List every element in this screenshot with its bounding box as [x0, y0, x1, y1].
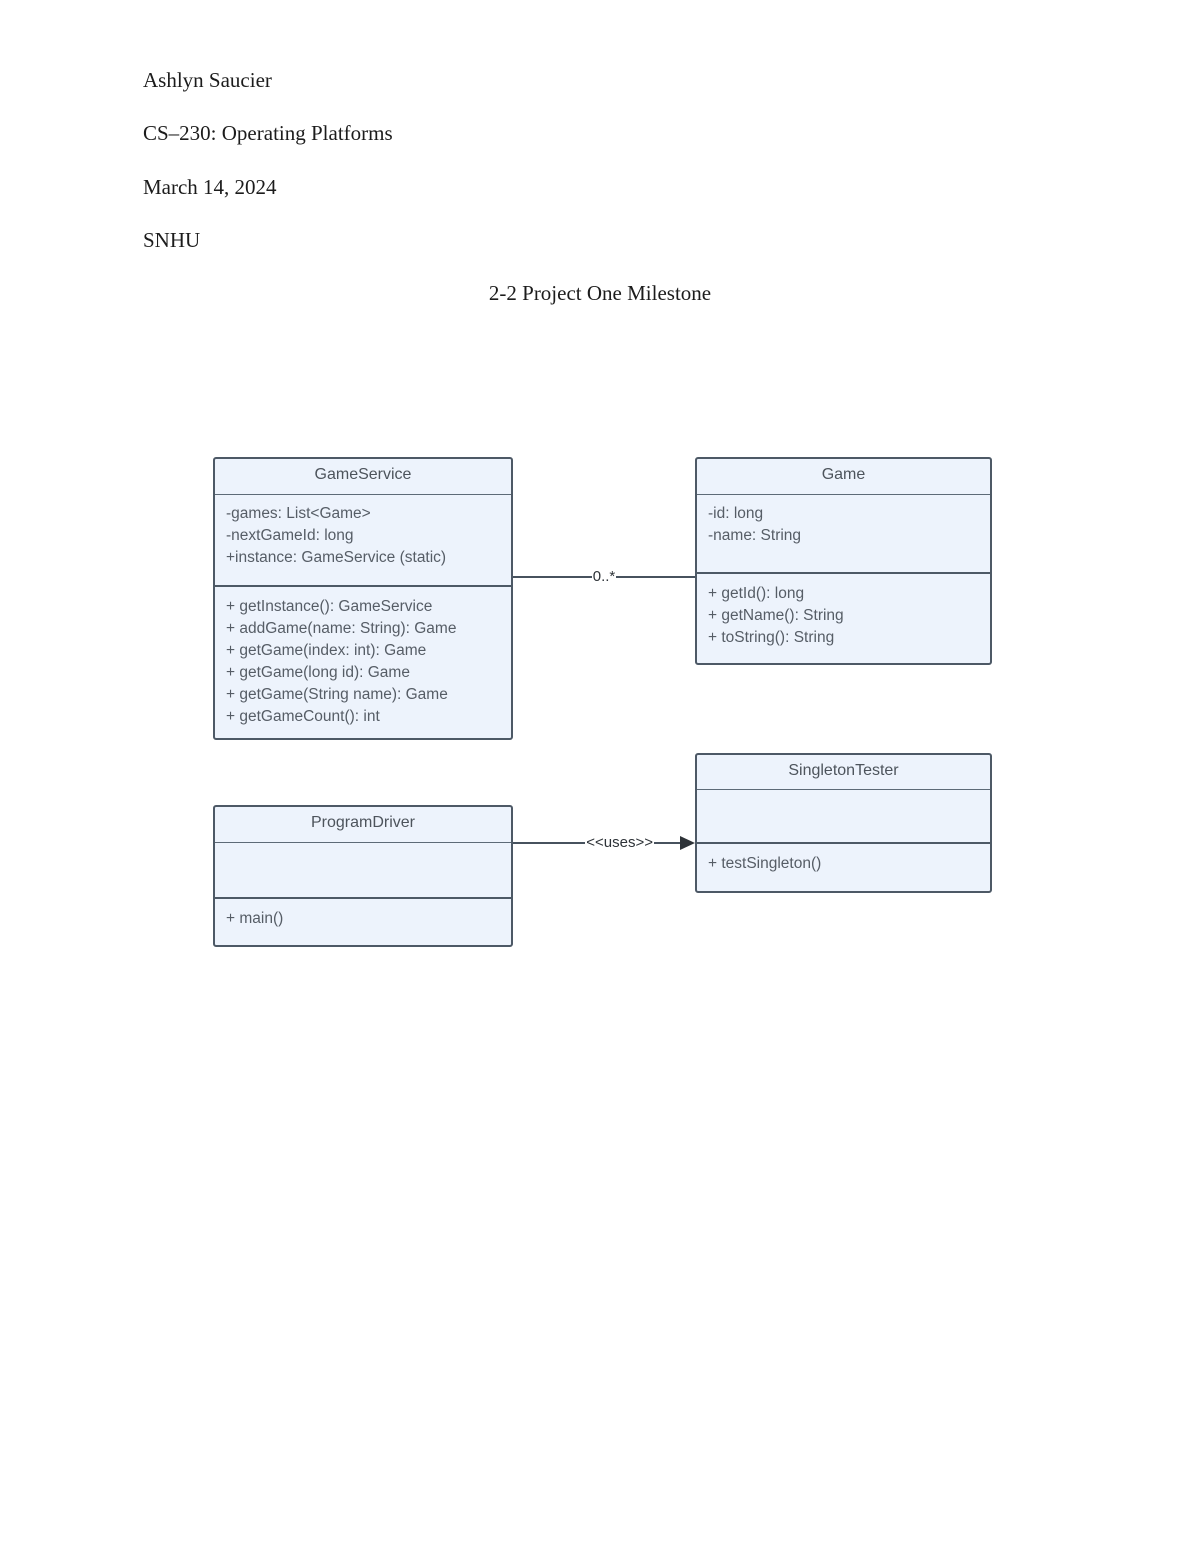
uml-method: + getGame(long id): Game [226, 664, 410, 681]
uml-method: + getId(): long [708, 585, 805, 602]
uml-method: + toString(): String [708, 629, 835, 646]
uml-methods-compartment: + getId(): long + getName(): String + to… [697, 572, 990, 663]
uml-class-title: GameService [314, 466, 412, 483]
uml-methods-compartment: + testSingleton() [697, 842, 990, 891]
arrowhead-icon [680, 836, 695, 850]
uml-class-singletontester: SingletonTester + testSingleton() [695, 753, 992, 893]
uml-attribute: +instance: GameService (static) [226, 549, 447, 566]
uml-method: + getName(): String [708, 607, 844, 624]
uml-class-title: SingletonTester [788, 762, 899, 779]
uml-method: + getInstance(): GameService [226, 598, 433, 615]
uml-method: + getGame(index: int): Game [226, 642, 427, 659]
connector-line [654, 842, 680, 844]
document-school: SNHU [143, 228, 201, 252]
page-title: 2-2 Project One Milestone [488, 281, 712, 305]
connector-line [616, 576, 696, 578]
uml-method: + main() [226, 910, 284, 927]
document-course: CS–230: Operating Platforms [143, 121, 393, 145]
uml-class-title: Game [821, 466, 866, 483]
connector-line [513, 842, 586, 844]
document-author: Ashlyn Saucier [143, 68, 272, 92]
uml-class-programdriver: ProgramDriver + main() [213, 805, 513, 947]
document-date: March 14, 2024 [143, 175, 277, 199]
uml-method: + testSingleton() [708, 855, 822, 872]
uml-class-gameservice: GameService -games: List<Game> -nextGame… [213, 457, 513, 740]
uml-attributes-compartment [215, 842, 511, 897]
uses-stereotype-label: <<uses>> [586, 833, 653, 851]
uml-methods-compartment: + main() [215, 897, 511, 945]
uml-methods-compartment: + getInstance(): GameService + addGame(n… [215, 585, 511, 738]
uml-attribute: -name: String [708, 527, 802, 544]
uml-method: + addGame(name: String): Game [226, 620, 457, 637]
multiplicity-label: 0..* [592, 567, 616, 585]
connector-line [513, 576, 592, 578]
uml-attributes-compartment: -id: long -name: String [697, 494, 990, 572]
dependency-connector-programdriver-singletontester: <<uses>> [513, 831, 695, 855]
uml-attribute: -id: long [708, 505, 764, 522]
uml-method: + getGameCount(): int [226, 708, 380, 725]
association-connector-gameservice-game: 0..* [513, 565, 696, 589]
uml-method: + getGame(String name): Game [226, 686, 448, 703]
uml-attribute: -games: List<Game> [226, 505, 371, 522]
uml-attribute: -nextGameId: long [226, 527, 354, 544]
uml-attributes-compartment: -games: List<Game> -nextGameId: long +in… [215, 494, 511, 585]
uml-class-game: Game -id: long -name: String + getId(): … [695, 457, 992, 665]
uml-class-title: ProgramDriver [310, 814, 415, 831]
uml-attributes-compartment [697, 789, 990, 842]
